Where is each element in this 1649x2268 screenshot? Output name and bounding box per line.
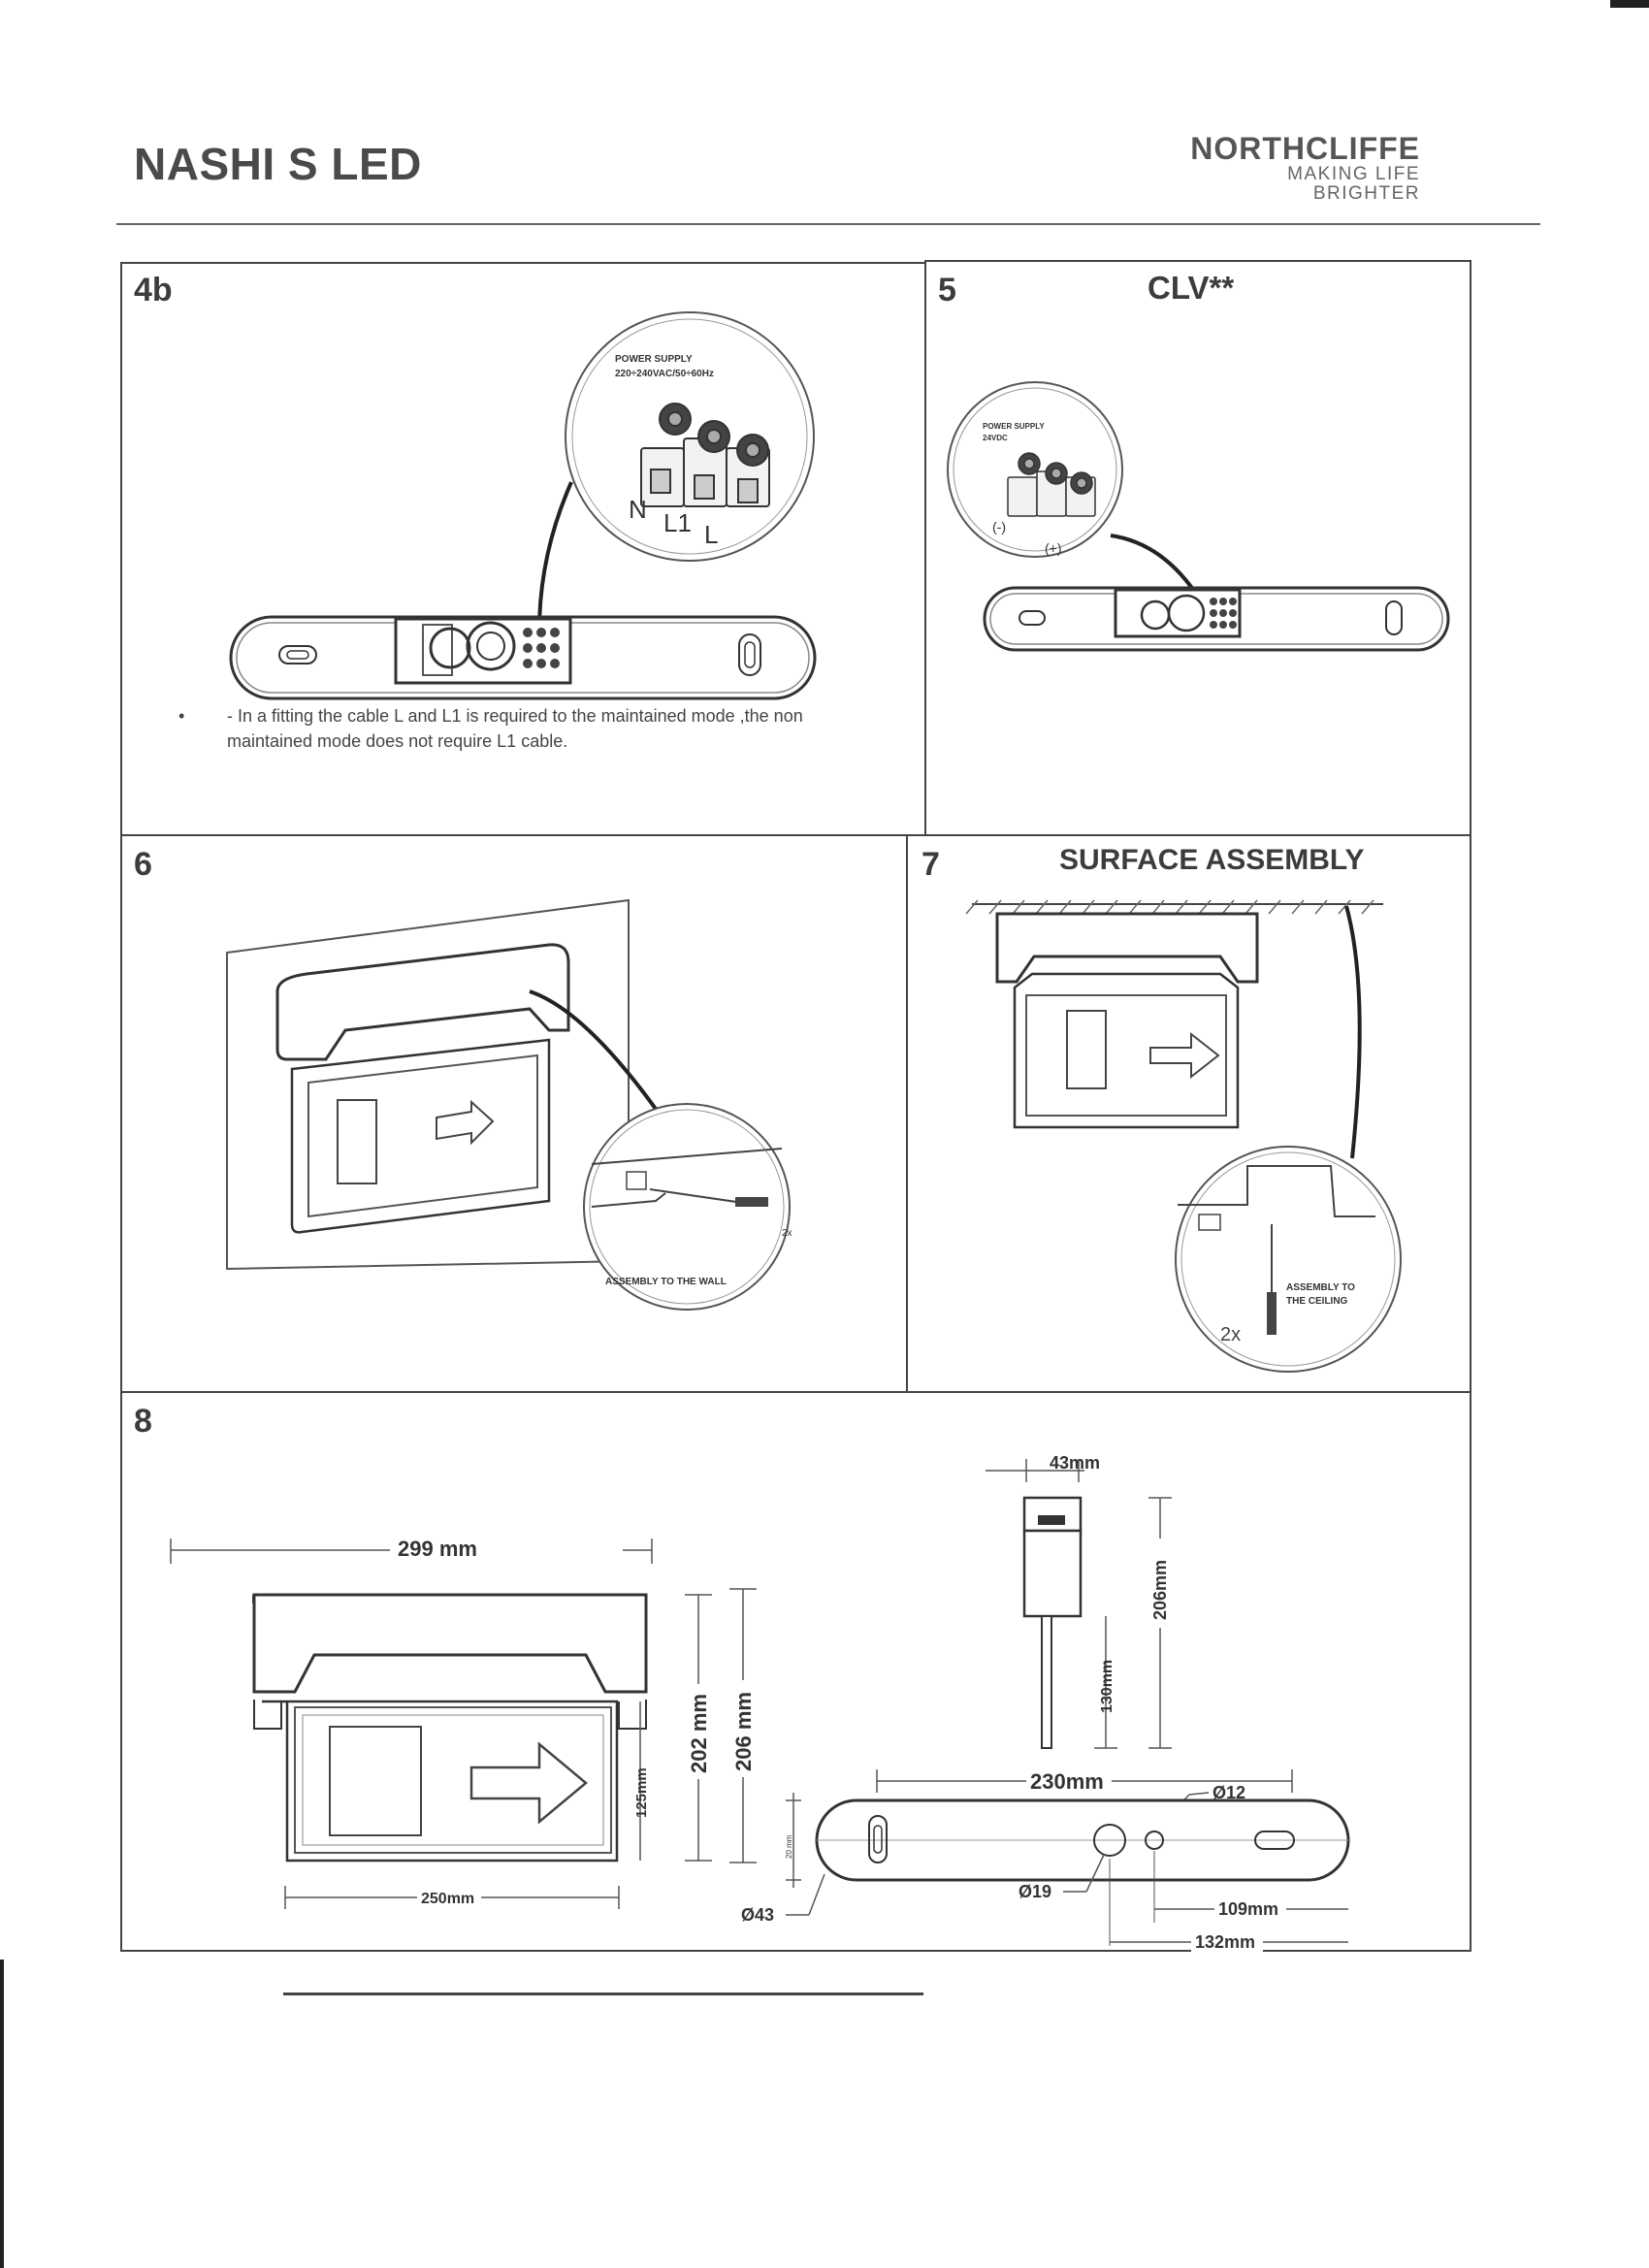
wiring-note: - In a fitting the cable L and L1 is req… [227, 706, 803, 751]
brand-logo: NORTHCLIFFE MAKING LIFE BRIGHTER [1176, 132, 1420, 204]
panel-title: SURFACE ASSEMBLY [1059, 844, 1365, 876]
dim-base-d12: Ø12 [1212, 1783, 1245, 1802]
panel-number: 8 [134, 1403, 152, 1440]
callout-title: POWER SUPPLY [983, 422, 1045, 431]
terminal-label-n: N [629, 495, 647, 524]
terminal-label-plus: (+) [1045, 540, 1062, 556]
wall-mount-illustration: 2x ASSEMBLY TO THE WALL [226, 898, 792, 1311]
dim-base-d19: Ø19 [1018, 1882, 1051, 1901]
scan-edge [0, 1960, 4, 2268]
brand-name: NORTHCLIFFE [1190, 131, 1420, 166]
panel-number: 6 [134, 846, 152, 883]
dim-base-109: 109mm [1218, 1899, 1278, 1919]
dim-height-202: 202 mm [687, 1694, 711, 1773]
dim-width-top: 299 mm [398, 1537, 477, 1561]
terminal-callout-illustration: POWER SUPPLY 24VDC (-) (+) [947, 381, 1450, 652]
callout-title: POWER SUPPLY [615, 354, 693, 365]
dim-side-depth: 43mm [1050, 1453, 1100, 1473]
dim-base-230: 230mm [1030, 1769, 1104, 1794]
panel-number: 5 [938, 272, 956, 308]
panel-number: 7 [922, 846, 940, 883]
callout-spec: 24VDC [983, 434, 1008, 442]
panel-5: 5 CLV** POWER SUPPLY 24VDC (-) (+) [924, 260, 1471, 836]
dim-side-130: 130mm [1099, 1660, 1116, 1713]
callout-count: 2x [782, 1228, 792, 1239]
dimension-drawing: 299 mm 250mm 125mm 202 mm 206 mm 43mm [170, 1453, 1350, 1952]
bullet: • [178, 706, 185, 726]
callout-spec: 220÷240VAC/50÷60Hz [615, 369, 714, 379]
panel-number: 4b [134, 272, 173, 308]
dim-base-20: 20 mm [785, 1834, 793, 1859]
panel-8: 8 299 mm 250mm 125mm 202 mm 206 mm [120, 1391, 1471, 1952]
terminal-label-l: L [704, 520, 718, 549]
scan-mark [1610, 0, 1649, 8]
terminal-callout-illustration: POWER SUPPLY 220÷240VAC/50÷60Hz N L1 L [229, 311, 817, 700]
header-rule [116, 223, 1540, 225]
ceiling-mount-illustration: ASSEMBLY TO THE CEILING 2x [965, 899, 1402, 1373]
callout-count: 2x [1220, 1324, 1241, 1345]
callout-label-1: ASSEMBLY TO [1286, 1282, 1355, 1293]
dim-height-206: 206 mm [731, 1692, 756, 1771]
brand-tagline: MAKING LIFE BRIGHTER [1287, 164, 1420, 204]
panel-title: CLV** [1148, 270, 1235, 306]
dim-base-132: 132mm [1195, 1932, 1255, 1952]
dim-width-bottom: 250mm [421, 1891, 474, 1907]
dim-base-d43: Ø43 [741, 1905, 774, 1925]
panel-6: 6 2x ASSEMBLY TO THE WALL [120, 834, 908, 1393]
terminal-label-l1: L1 [663, 508, 692, 537]
dim-side-206: 206mm [1150, 1560, 1170, 1620]
callout-label-2: THE CEILING [1286, 1296, 1348, 1307]
terminal-label-minus: (-) [992, 519, 1006, 535]
callout-label: ASSEMBLY TO THE WALL [605, 1277, 727, 1287]
dim-height-sign: 125mm [633, 1767, 650, 1818]
page-title: NASHI S LED [134, 139, 422, 189]
panel-7: 7 SURFACE ASSEMBLY ASSEMBLY TO THE CEILI… [906, 834, 1471, 1393]
footer-rule [283, 1993, 923, 1995]
panel-4b: 4b POWER SUPPLY 220÷240VAC/50÷60Hz N L1 … [120, 262, 926, 836]
